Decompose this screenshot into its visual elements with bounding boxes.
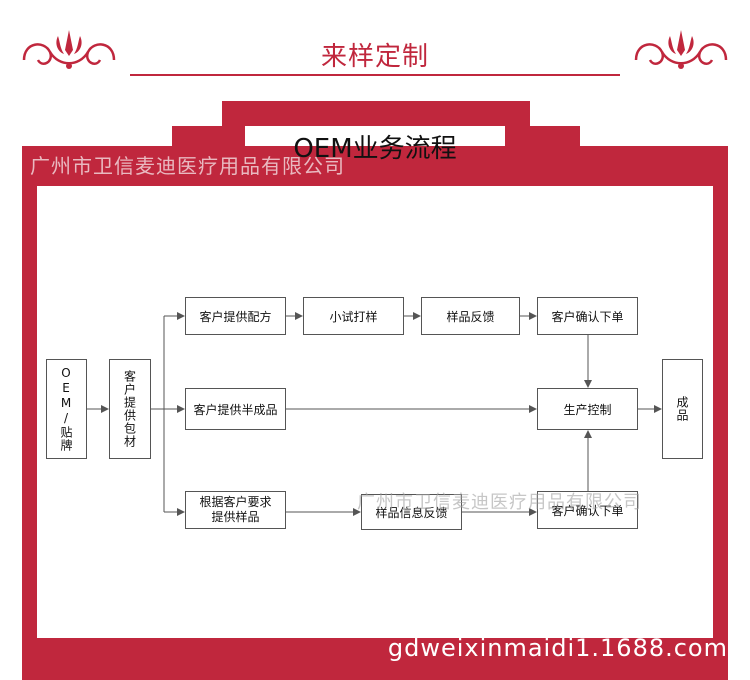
node-production: 生产控制 xyxy=(537,388,638,430)
node-by-request: 根据客户要求 提供样品 xyxy=(185,491,286,529)
node-confirm-top: 客户确认下单 xyxy=(537,297,638,335)
ornament-left-icon xyxy=(22,30,116,69)
node-trial: 小试打样 xyxy=(303,297,404,335)
footer-url: gdweixinmaidi1.1688.com xyxy=(387,634,728,662)
company-watermark-mid: 广州市卫信麦迪医疗用品有限公司 xyxy=(357,492,642,513)
company-watermark-top: 广州市卫信麦迪医疗用品有限公司 xyxy=(30,154,345,178)
node-finished: 成品 xyxy=(662,359,703,459)
node-semi-finished: 客户提供半成品 xyxy=(185,388,286,430)
title-tab-inner xyxy=(245,126,505,146)
node-sample-feedback: 样品反馈 xyxy=(421,297,520,335)
node-formula: 客户提供配方 xyxy=(185,297,286,335)
section-title: OEM业务流程 xyxy=(293,134,457,164)
node-oem: OEM/贴牌 xyxy=(46,359,87,459)
ornament-right-icon xyxy=(634,30,728,69)
header-title: 来样定制 xyxy=(320,42,429,72)
node-confirm-bottom: 客户确认下单 xyxy=(537,491,638,529)
node-packaging: 客户提供包材 xyxy=(109,359,151,459)
node-info-feedback: 样品信息反馈 xyxy=(361,494,462,530)
header-divider xyxy=(130,74,620,76)
